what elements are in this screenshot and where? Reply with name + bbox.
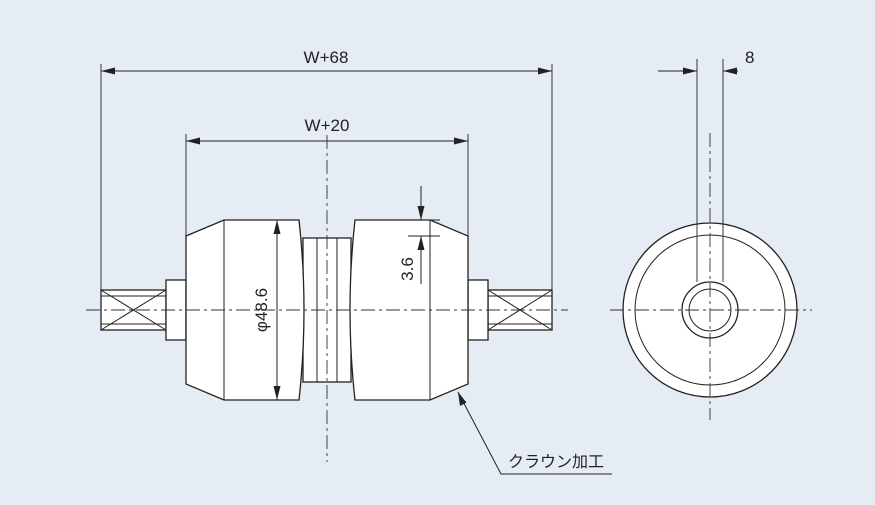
side-view: 8 [610,48,812,420]
dimension-crown: 3.6 [398,186,425,284]
dimension-label-shaft-width: 8 [745,48,754,67]
dimension-diameter: φ48.6 [252,220,281,400]
dimension-label-roller: W+20 [305,116,350,135]
dimension-label-diameter: φ48.6 [252,288,271,332]
crown-callout: クラウン加工 [457,391,612,475]
dimension-roller-length: W+20 [186,116,468,145]
front-view: W+68 W+20 φ48.6 3.6 クラウン加工 [86,48,612,475]
dimension-label-crown: 3.6 [398,257,417,281]
dimension-shaft-width: 8 [658,48,754,75]
callout-label: クラウン加工 [508,453,604,471]
dimension-overall-length: W+68 [101,48,552,75]
right-sleeve [349,219,469,401]
dimension-label-overall: W+68 [304,48,349,67]
